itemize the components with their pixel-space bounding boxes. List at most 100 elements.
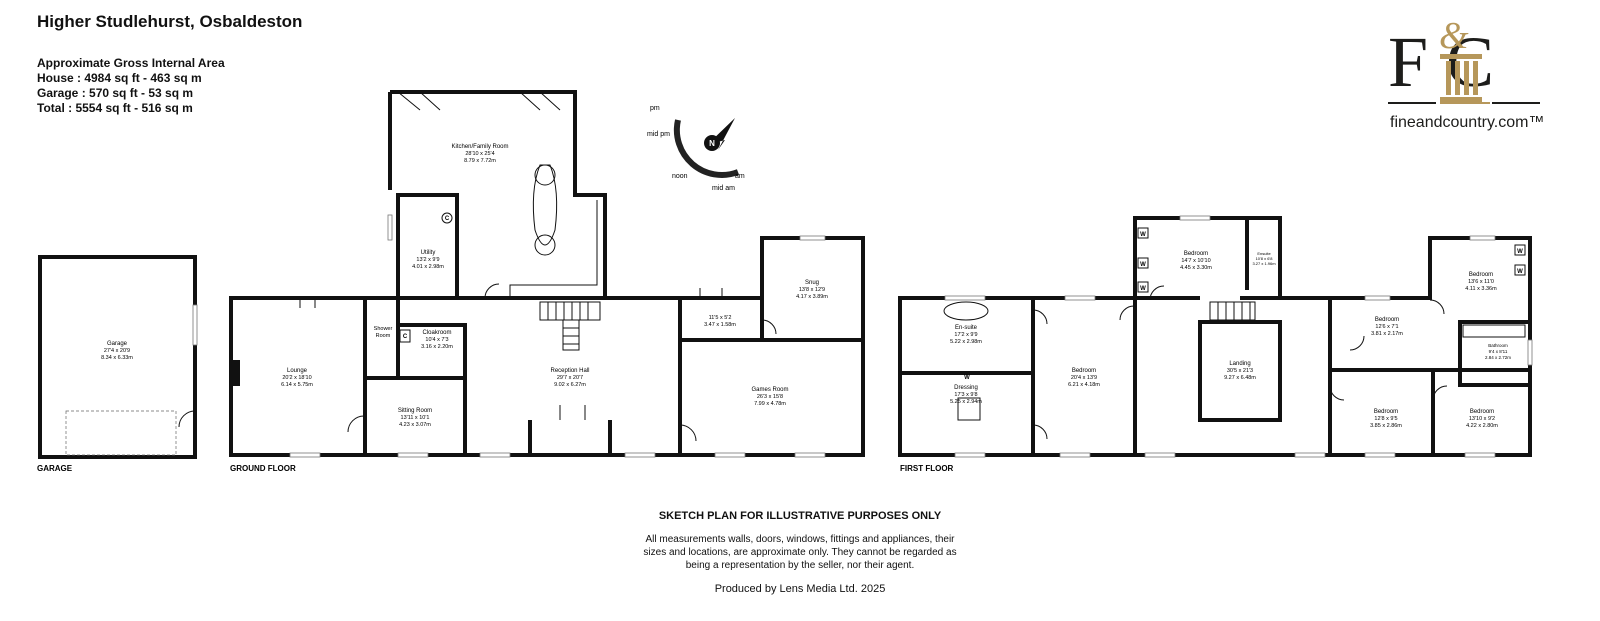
cloak-cupboard-label: C bbox=[403, 334, 408, 340]
logo-url: fineandcountry.com™ bbox=[1390, 114, 1545, 131]
garage-window bbox=[192, 304, 198, 346]
bed6-imperial: 13'10 x 9'2 bbox=[1469, 416, 1495, 422]
bed5-door bbox=[1329, 385, 1345, 401]
wardrobe-label-2: W bbox=[1140, 262, 1146, 268]
ensuite2-metric: 3.27 x 1.96m bbox=[1252, 261, 1276, 266]
bed6-metric: 4.22 x 2.80m bbox=[1466, 423, 1498, 429]
garage-metric: 8.34 x 6.33m bbox=[101, 355, 133, 361]
dressing-metric: 5.25 x 2.94m bbox=[950, 399, 982, 405]
snug-imperial: 13'8 x 12'9 bbox=[799, 287, 825, 293]
reception-imperial: 29'7 x 20'7 bbox=[557, 375, 583, 381]
bed1-window-north bbox=[1064, 295, 1096, 301]
games-metric: 7.99 x 4.78m bbox=[754, 401, 786, 407]
area-heading: Approximate Gross Internal Area bbox=[37, 56, 225, 70]
cloakroom-name: Cloakroom bbox=[422, 330, 451, 336]
store-metric: 3.47 x 1.58m bbox=[704, 322, 736, 328]
bathroom-name: Bathroom bbox=[1488, 343, 1508, 348]
bed6-name: Bedroom bbox=[1470, 409, 1494, 415]
cloakroom-imperial: 10'4 x 7'3 bbox=[425, 337, 448, 343]
garage-walls bbox=[38, 255, 197, 459]
property-title: Higher Studlehurst, Osbaldeston bbox=[37, 12, 303, 31]
bed2-imperial: 14'7 x 10'10 bbox=[1181, 258, 1210, 264]
bathroom-imperial: 9'4 x 8'11 bbox=[1489, 349, 1508, 354]
utility-cupboard-label: C bbox=[445, 216, 450, 222]
compass-arc bbox=[673, 119, 740, 178]
fine-and-country-logo: F C & fineandcountry.com™ bbox=[1388, 15, 1558, 138]
ensuite1-imperial: 17'2 x 9'9 bbox=[954, 332, 977, 338]
ensuite1-metric: 5.22 x 2.98m bbox=[950, 339, 982, 345]
kitchen-island-bottom bbox=[534, 234, 556, 256]
dressing-window bbox=[954, 452, 986, 458]
snug-door bbox=[761, 319, 777, 335]
lounge-window bbox=[289, 452, 321, 458]
store-imperial: 11'5 x 5'2 bbox=[709, 315, 732, 321]
bed4-name: Bedroom bbox=[1469, 272, 1493, 278]
landing-imperial: 30'5 x 21'3 bbox=[1227, 368, 1253, 374]
compass: N pm mid pm noon mid am am bbox=[647, 105, 745, 192]
sitting-window bbox=[397, 452, 429, 458]
bed4-door bbox=[1429, 299, 1445, 315]
dressing-door bbox=[1032, 424, 1048, 440]
bed1-metric: 6.21 x 4.18m bbox=[1068, 382, 1100, 388]
bathroom-metric: 2.84 x 2.72m bbox=[1485, 355, 1511, 360]
wardrobe-marker-1 bbox=[1137, 227, 1149, 239]
ensuite1-name: En-suite bbox=[955, 325, 978, 331]
logo-rule bbox=[1388, 102, 1540, 104]
bed3-imperial: 12'6 x 7'1 bbox=[1375, 324, 1398, 330]
lounge-imperial: 20'2 x 18'10 bbox=[282, 375, 311, 381]
ground-floor-plan: C C Kitchen/Family Room 28'10 x 25'4 8.7… bbox=[229, 90, 865, 458]
utility-name: Utility bbox=[421, 250, 436, 256]
compass-north-disc bbox=[704, 135, 720, 151]
hall-window-1 bbox=[479, 452, 511, 458]
shower-name-2: Room bbox=[376, 333, 391, 339]
wardrobe-marker-2 bbox=[1137, 257, 1149, 269]
utility-window bbox=[387, 214, 393, 241]
bed4-metric: 4.11 x 3.36m bbox=[1465, 286, 1497, 292]
area-garage: Garage : 570 sq ft - 53 sq m bbox=[37, 86, 194, 100]
disclaimer-line-3: being a representation by the seller, no… bbox=[685, 560, 915, 571]
snug-window bbox=[799, 235, 826, 241]
first-floor-stairs bbox=[1209, 301, 1256, 321]
disclaimer: SKETCH PLAN FOR ILLUSTRATIVE PURPOSES ON… bbox=[520, 510, 1080, 572]
east-bedroom-walls bbox=[1330, 368, 1530, 455]
utility-cupboard-marker bbox=[441, 212, 453, 224]
kitchen-metric: 8.79 x 7.72m bbox=[464, 158, 496, 164]
utility-metric: 4.01 x 2.98m bbox=[412, 264, 444, 270]
east-window-1 bbox=[1294, 452, 1326, 458]
lounge-metric: 6.14 x 5.75m bbox=[281, 382, 313, 388]
bed1-imperial: 20'4 x 13'9 bbox=[1071, 375, 1097, 381]
compass-mid-am: mid am bbox=[712, 185, 735, 192]
hall-door bbox=[484, 283, 500, 299]
kitchen-bifold-doors bbox=[397, 91, 561, 111]
disclaimer-line-2: sizes and locations, are approximate onl… bbox=[643, 547, 957, 558]
bed5-window bbox=[1364, 452, 1396, 458]
wardrobe-label-4: W bbox=[1517, 249, 1523, 255]
bed2-window bbox=[1179, 215, 1211, 221]
disclaimer-heading: SKETCH PLAN FOR ILLUSTRATIVE PURPOSES ON… bbox=[658, 510, 942, 522]
kitchen-imperial: 28'10 x 25'4 bbox=[465, 151, 494, 157]
lounge-french-doors bbox=[299, 298, 316, 308]
garage-plan: Garage 27'4 x 20'9 8.34 x 6.33m bbox=[38, 255, 198, 459]
shower-name: Shower bbox=[374, 326, 393, 332]
bathroom-walls bbox=[1458, 320, 1532, 387]
games-name: Games Room bbox=[751, 387, 788, 393]
lounge-name: Lounge bbox=[287, 368, 308, 374]
logo-ampersand: & bbox=[1439, 15, 1469, 57]
compass-noon: noon bbox=[672, 173, 688, 180]
wardrobe-label-3: W bbox=[1140, 286, 1146, 292]
hall-window-2 bbox=[624, 452, 656, 458]
east-wing-walls bbox=[680, 236, 865, 457]
games-window-1 bbox=[714, 452, 746, 458]
lounge-fireplace bbox=[233, 360, 240, 386]
sitting-name: Sitting Room bbox=[398, 408, 432, 414]
bed2-metric: 4.45 x 3.30m bbox=[1180, 265, 1212, 271]
dressing-island bbox=[957, 397, 981, 421]
entrance-walls bbox=[528, 420, 612, 455]
bed1-door bbox=[1119, 305, 1135, 321]
wardrobe-label-5: W bbox=[1517, 269, 1523, 275]
bed4-window bbox=[1469, 235, 1496, 241]
area-summary: Approximate Gross Internal Area House : … bbox=[37, 56, 225, 116]
landing-name: Landing bbox=[1229, 361, 1250, 367]
ensuite-door bbox=[1032, 309, 1048, 325]
store-french-doors bbox=[699, 288, 723, 298]
